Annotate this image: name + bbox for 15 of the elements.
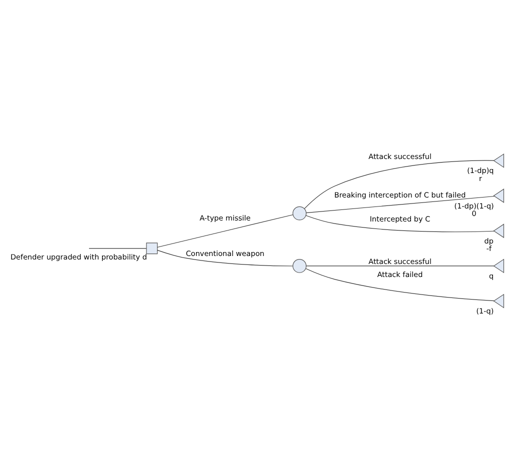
node-triangle	[493, 153, 504, 168]
node-triangle	[493, 258, 504, 274]
node-triangle	[493, 294, 504, 308]
connector	[306, 268, 494, 302]
connector	[306, 215, 494, 232]
connector	[88, 248, 147, 249]
node-box	[146, 242, 158, 254]
connector	[306, 196, 495, 214]
node-circle	[292, 259, 306, 273]
connector	[157, 214, 294, 248]
node-triangle	[493, 224, 504, 238]
connector	[157, 250, 294, 266]
node-circle	[292, 206, 306, 220]
node-triangle	[493, 188, 504, 203]
connector	[304, 160, 494, 209]
